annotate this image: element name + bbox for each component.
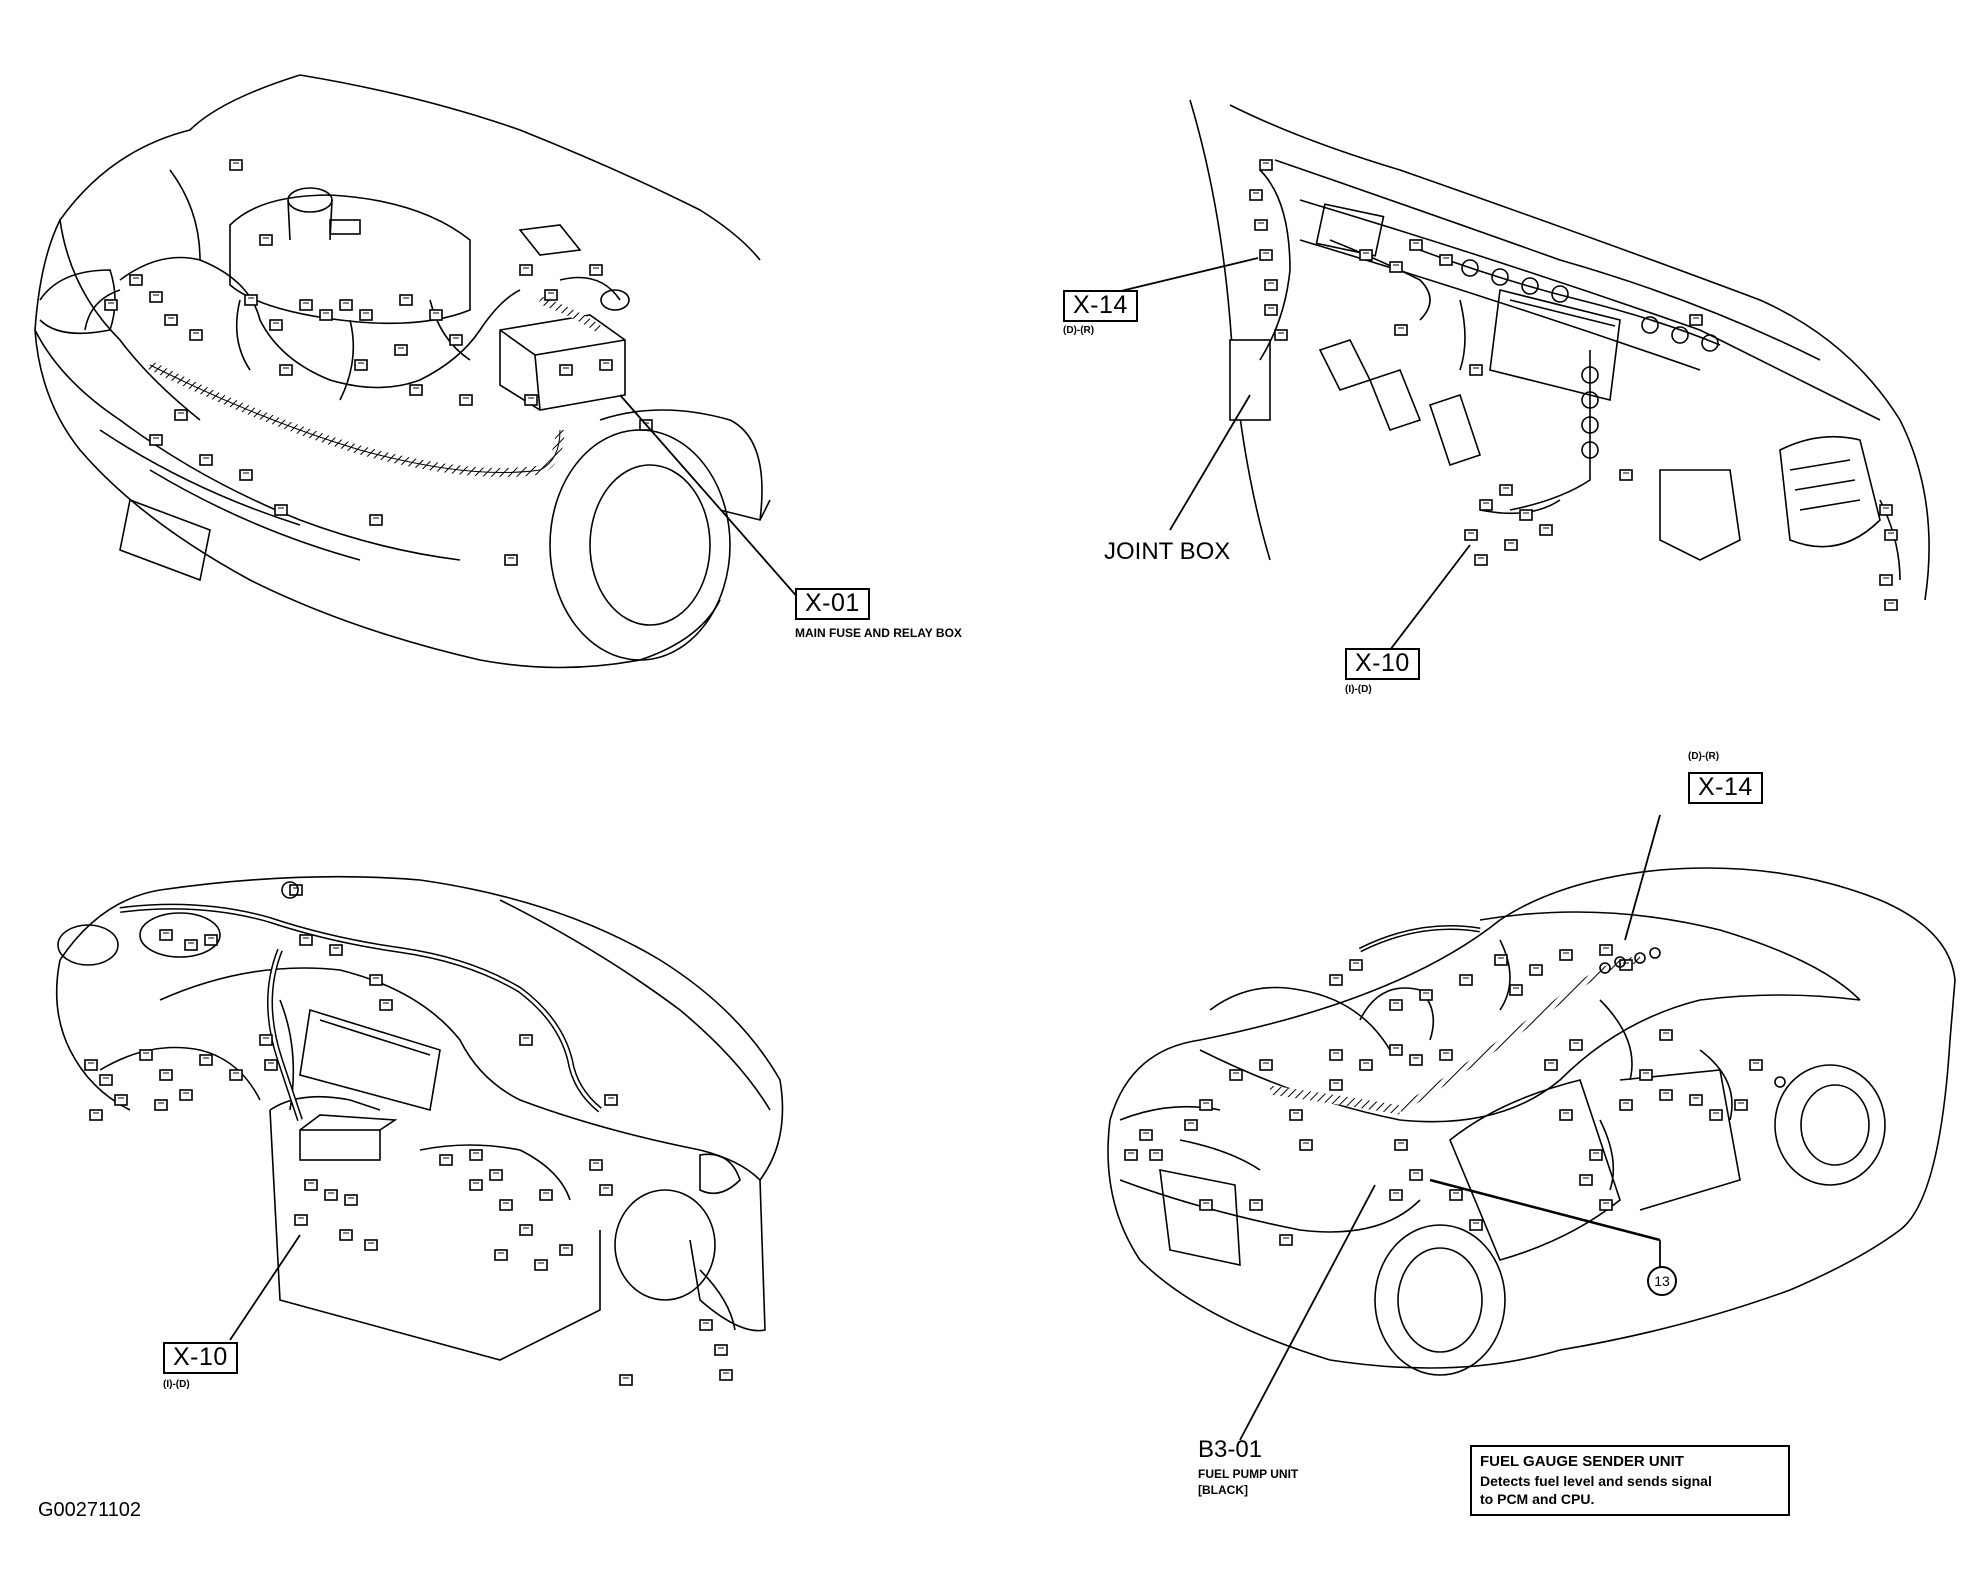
x14-bottom-position: (D)-(R) bbox=[1688, 751, 1720, 762]
b301-description: FUEL PUMP UNIT bbox=[1198, 1467, 1299, 1481]
instrument-panel-interior-view bbox=[1189, 99, 1930, 611]
figure-id: G00271102 bbox=[38, 1499, 142, 1521]
x10-bottom-position: (I)-(D) bbox=[163, 1379, 190, 1390]
engine-compartment-view bbox=[34, 74, 771, 669]
x14-bottom-connector-code: X-14 bbox=[1688, 772, 1763, 804]
info-box-body: Detects fuel level and sends signal to P… bbox=[1480, 1473, 1712, 1507]
fuel-gauge-info-box: FUEL GAUGE SENDER UNIT Detects fuel leve… bbox=[1470, 1445, 1790, 1516]
x01-description: MAIN FUSE AND RELAY BOX bbox=[795, 626, 962, 640]
reference-13-marker: 13 bbox=[1647, 1266, 1677, 1296]
x14-top-position: (D)-(R) bbox=[1063, 325, 1095, 336]
x10-top-position: (I)-(D) bbox=[1345, 684, 1372, 695]
x10-bottom-connector-code: X-10 bbox=[163, 1342, 238, 1374]
b301-color: [BLACK] bbox=[1198, 1483, 1248, 1497]
callout-leader-lines bbox=[229, 257, 1661, 1441]
info-box-title: FUEL GAUGE SENDER UNIT bbox=[1480, 1453, 1684, 1470]
x10-top-connector-code: X-10 bbox=[1345, 648, 1420, 680]
vehicle-body-harness-view bbox=[1107, 867, 1956, 1376]
x01-connector-code: X-01 bbox=[795, 588, 870, 620]
joint-box-label: JOINT BOX bbox=[1104, 538, 1231, 565]
dashboard-harness-view bbox=[55, 875, 784, 1386]
x14-top-connector-code: X-14 bbox=[1063, 290, 1138, 322]
b301-connector-code: B3-01 bbox=[1198, 1436, 1263, 1463]
